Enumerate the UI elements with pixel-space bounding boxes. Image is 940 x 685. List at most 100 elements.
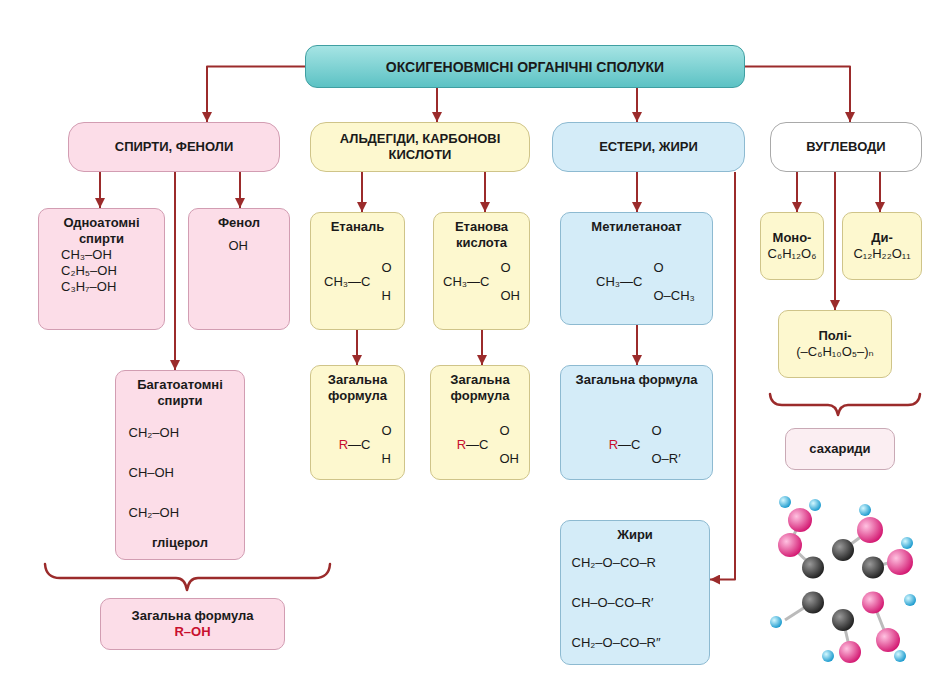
formula-text: C₁₂H₂₂O₁₁ [853, 246, 910, 262]
box-label: Метилетаноат [591, 219, 681, 235]
formula-text: C₆H₁₂O₆ [768, 246, 817, 262]
hydrogen-atom [809, 499, 821, 511]
connector-arrow [636, 172, 638, 212]
box-label: Етаналь [331, 219, 385, 235]
text-stack: ОКСИГЕНОВМІСНІ ОРГАНІЧНІ СПОЛУКИ [306, 46, 744, 87]
text-stack: ЕСТЕРИ, ЖИРИ [553, 123, 744, 171]
formula-text: O [382, 423, 392, 439]
formula-text: O–R′ [652, 451, 681, 467]
formula-box: Загальна формулаR–OH [100, 598, 285, 650]
carbon-atom [802, 557, 824, 579]
group-brace [770, 394, 920, 415]
formula-text: R [457, 437, 466, 453]
connector-arrow [834, 172, 836, 310]
compound-box: ЕтанальCH₃—COH [310, 212, 405, 330]
box-label: сахариди [809, 441, 870, 457]
hydrogen-atom [779, 496, 791, 508]
class-box: ФенолOH [188, 208, 290, 330]
formula-text: —C [348, 437, 370, 453]
connector-arrow [356, 330, 358, 365]
oxygen-atom [839, 641, 861, 663]
text-stack: Одноатомні спиртиCH₃–OHC₂H₅–OHC₃H₇–OH [39, 209, 164, 329]
connector-arrow [481, 330, 483, 365]
box-label: Одноатомні спирти [43, 215, 160, 247]
carbon-atom [832, 609, 854, 631]
formula-text: OH [501, 288, 521, 304]
formula-text: OH [500, 451, 520, 467]
formula-text: CH₃—C [443, 274, 489, 290]
category-box: ВУГЛЕВОДИ [770, 122, 922, 172]
oxygen-atom [876, 628, 900, 652]
text-stack: Загальна формулаR–OH [101, 599, 284, 649]
formula-text: H [382, 288, 391, 304]
connector-arrow [484, 172, 486, 212]
text-stack: АЛЬДЕГІДИ, КАРБОНОВІ КИСЛОТИ [311, 123, 529, 171]
formula-text: O [652, 423, 662, 439]
oxygen-atom [887, 549, 913, 575]
box-label: ЕСТЕРИ, ЖИРИ [599, 139, 698, 155]
formula-text: CH–O–CO–R′ [572, 595, 654, 611]
text-stack: Ди-C₁₂H₂₂O₁₁ [843, 213, 921, 279]
connector-arrow [636, 88, 638, 122]
formula-text: O–CH₃ [654, 288, 695, 304]
text-stack: Метилетаноат [561, 213, 712, 324]
formula-text: C₃H₇–OH [61, 279, 116, 295]
category-box: АЛЬДЕГІДИ, КАРБОНОВІ КИСЛОТИ [310, 122, 530, 172]
class-box: ЖириCH₂–O–CO–RCH–O–CO–R′CH₂–O–CO–R″ [560, 520, 710, 665]
text-stack: Загальна формула [561, 366, 712, 479]
category-box: СПИРТИ, ФЕНОЛИ [68, 122, 280, 172]
connector-arrow [174, 172, 176, 370]
formula-box: Загальна формулаR—C O O–R′ [560, 365, 713, 480]
text-stack: Полі-(–C₆H₁₀O₅–)ₙ [779, 311, 891, 377]
box-label: Ди- [871, 230, 893, 246]
formula-text: —C [618, 437, 640, 453]
hydrogen-atom [904, 594, 916, 606]
text-stack: СПИРТИ, ФЕНОЛИ [69, 123, 279, 171]
oxygen-atom [857, 517, 883, 543]
formula-text: O [501, 260, 511, 276]
connector-arrow [636, 325, 638, 365]
oxygen-atom [862, 592, 884, 614]
formula-text: C₂H₅–OH [61, 263, 117, 279]
box-label: СПИРТИ, ФЕНОЛИ [115, 139, 234, 155]
hydrogen-atom [901, 537, 913, 549]
formula-text: CH₂–OH [129, 505, 180, 521]
hydrogen-atom [770, 616, 782, 628]
compound-box: МетилетаноатCH₃—COO–CH₃ [560, 212, 713, 325]
ring-outline [824, 563, 862, 607]
formula-box: Загальна формулаR—COH [310, 365, 405, 480]
class-box: Одноатомні спиртиCH₃–OHC₂H₅–OHC₃H₇–OH [38, 208, 165, 330]
box-label: Загальна формула [315, 372, 400, 404]
connector-arrow [207, 67, 305, 123]
formula-text: CH–OH [129, 465, 175, 481]
carbon-atom [832, 539, 854, 561]
box-label: ОКСИГЕНОВМІСНІ ОРГАНІЧНІ СПОЛУКИ [386, 59, 664, 75]
hydrogen-atom [822, 650, 834, 662]
connector-arrow [99, 172, 101, 208]
box-label: Жири [617, 527, 653, 543]
formula-text: O [654, 260, 664, 276]
formula-text: —C [466, 437, 488, 453]
connector-arrow [361, 172, 363, 212]
oxygen-atom [788, 508, 812, 532]
formula-text: (–C₆H₁₀O₅–)ₙ [796, 344, 873, 360]
box-label: ВУГЛЕВОДИ [806, 139, 885, 155]
formula-text: R [609, 437, 618, 453]
connector-arrow [879, 172, 881, 212]
connector-arrow [745, 67, 850, 123]
box-label: Полі- [818, 328, 851, 344]
text-stack: сахариди [786, 429, 894, 469]
box-label: АЛЬДЕГІДИ, КАРБОНОВІ КИСЛОТИ [315, 131, 525, 163]
formula-text: CH₂–O–CO–R [572, 555, 657, 571]
hydrogen-atom [894, 650, 906, 662]
oxygen-atom [778, 533, 802, 557]
carbon-atom [802, 592, 824, 614]
formula-text: OH [229, 238, 249, 254]
root-box: ОКСИГЕНОВМІСНІ ОРГАНІЧНІ СПОЛУКИ [305, 45, 745, 88]
box-label: Загальна формула [435, 372, 525, 404]
connector-arrow [436, 88, 438, 122]
class-box: Багатоатомні спиртиCH₂–OHCH–OHCH₂–OHгліц… [115, 370, 245, 560]
formula-text: CH₃–OH [61, 247, 112, 263]
box-label: Фенол [218, 215, 260, 231]
